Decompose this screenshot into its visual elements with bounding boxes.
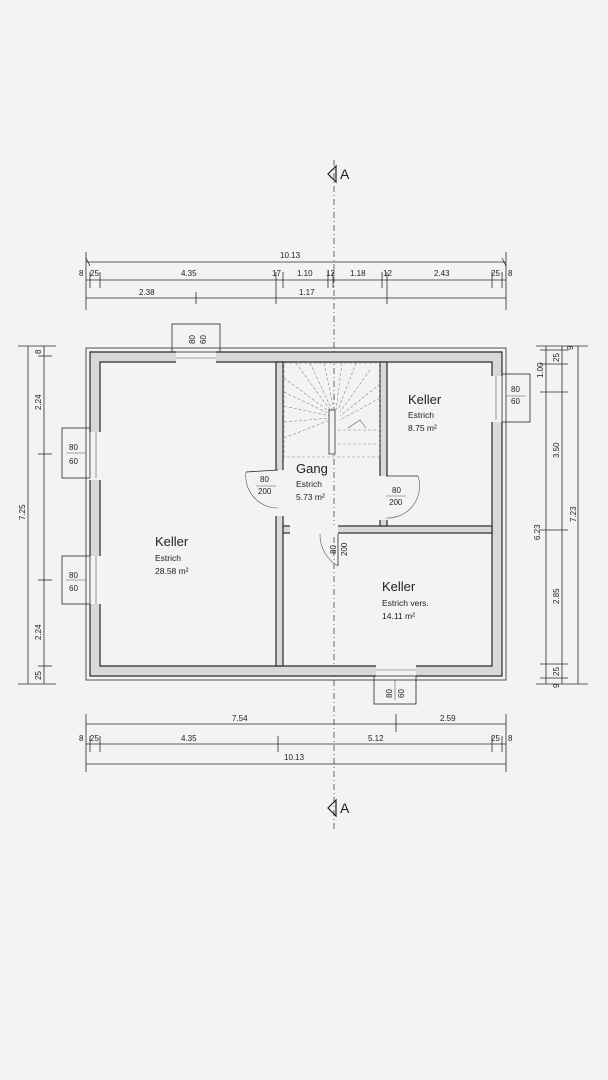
dim-right-5: 2.85 [552, 588, 561, 604]
dim-top-2: 25 [90, 269, 99, 278]
room-3-floor: Estrich [296, 479, 322, 489]
window-top: 80 60 [171, 323, 221, 359]
window-right: 80 60 [495, 373, 531, 423]
dim-bottom-upper-2: 2.59 [440, 714, 456, 723]
staircase [283, 362, 381, 458]
dim-top-10: 25 [491, 269, 500, 278]
window-bottom: 80 60 [373, 669, 417, 705]
room-4-area: 14.11 m² [382, 611, 415, 621]
walls [85, 347, 507, 681]
dim-top-4: 17 [272, 269, 281, 278]
section-mark-bottom: A [340, 800, 350, 816]
dim-right-1: 9 [566, 345, 575, 350]
bottom-dimensions: 7.54 2.59 8 25 4.35 5.12 25 8 10.13 [79, 714, 513, 772]
window-left-lower-height: 60 [69, 584, 78, 593]
room-2-floor: Estrich [408, 410, 434, 420]
dim-left-4: 25 [34, 671, 43, 680]
dim-top-5: 1.10 [297, 269, 313, 278]
room-3-name: Gang [296, 461, 328, 476]
dim-bottom-5: 25 [491, 734, 500, 743]
section-arrow-bottom [327, 798, 337, 818]
dim-bottom-total: 10.13 [284, 753, 305, 762]
dim-bottom-1: 8 [79, 734, 84, 743]
dim-bottom-3: 4.35 [181, 734, 197, 743]
room-2-area: 8.75 m² [408, 423, 437, 433]
room-3-area: 5.73 m² [296, 492, 325, 502]
dim-right-total: 7.23 [569, 506, 578, 522]
window-left-upper-width: 80 [69, 443, 78, 452]
door-bottom-width: 80 [329, 545, 338, 554]
window-right-width: 80 [511, 385, 520, 394]
dim-right-6: 25 [552, 667, 561, 676]
window-top-height: 60 [199, 335, 208, 344]
room-2-name: Keller [408, 392, 442, 407]
dim-right-7: 9 [552, 683, 561, 688]
section-mark-top: A [340, 166, 350, 182]
dim-top-7: 1.18 [350, 269, 366, 278]
room-1-name: Keller [155, 534, 189, 549]
dim-right-3: 1.00 [536, 362, 545, 378]
dim-bottom-2: 25 [90, 734, 99, 743]
window-right-height: 60 [511, 397, 520, 406]
dim-right-4: 3.50 [552, 442, 561, 458]
door-right-width: 80 [392, 486, 401, 495]
dim-top-lower-2: 1.17 [299, 288, 315, 297]
window-left-lower: 80 60 [61, 555, 97, 605]
room-keller-small: Keller Estrich 8.75 m² [408, 392, 442, 433]
dim-top-lower-1: 2.38 [139, 288, 155, 297]
room-keller-right: Keller Estrich vers. 14.11 m² [382, 579, 429, 621]
room-1-floor: Estrich [155, 553, 181, 563]
window-top-width: 80 [188, 335, 197, 344]
window-left-lower-width: 80 [69, 571, 78, 580]
door-right: 80 200 [385, 475, 420, 519]
door-left-height: 200 [258, 487, 272, 496]
left-dimensions: 8 2.24 2.24 25 7.25 [18, 345, 56, 685]
room-gang: Gang Estrich 5.73 m² [296, 461, 328, 502]
dim-top-9: 2.43 [434, 269, 450, 278]
dim-top-1: 8 [79, 269, 84, 278]
door-left-width: 80 [260, 475, 269, 484]
door-bottom: 80 200 [319, 533, 349, 567]
dim-right-mid: 6.23 [533, 524, 542, 540]
room-4-name: Keller [382, 579, 416, 594]
dim-left-3: 2.24 [34, 624, 43, 640]
room-4-floor: Estrich vers. [382, 598, 429, 608]
dim-top-11: 8 [508, 269, 513, 278]
window-left-upper: 80 60 [61, 427, 97, 479]
right-dimensions: 9 25 1.00 3.50 2.85 25 9 6.23 7.23 [533, 345, 588, 688]
dim-bottom-4: 5.12 [368, 734, 384, 743]
dim-bottom-6: 8 [508, 734, 513, 743]
dim-top-6: 12 [326, 269, 335, 278]
dim-top-total: 10.13 [280, 251, 301, 260]
dim-top-8: 12 [383, 269, 392, 278]
dim-left-1: 8 [34, 349, 43, 354]
dim-bottom-upper-1: 7.54 [232, 714, 248, 723]
window-bottom-width: 80 [385, 689, 394, 698]
dim-right-2: 25 [552, 353, 561, 362]
room-1-area: 28.58 m² [155, 566, 189, 576]
door-bottom-height: 200 [340, 542, 349, 556]
top-dimensions: 10.13 8 25 4.35 17 1.10 12 1.18 12 2.43 … [79, 251, 513, 310]
room-keller-large: Keller Estrich 28.58 m² [155, 534, 189, 576]
dim-left-2: 2.24 [34, 394, 43, 410]
dim-top-3: 4.35 [181, 269, 197, 278]
section-arrow-top [327, 164, 337, 184]
door-right-height: 200 [389, 498, 403, 507]
door-left: 80 200 [245, 469, 279, 509]
dim-left-total: 7.25 [18, 504, 27, 520]
window-bottom-height: 60 [397, 689, 406, 698]
openings [89, 351, 503, 677]
window-left-upper-height: 60 [69, 457, 78, 466]
